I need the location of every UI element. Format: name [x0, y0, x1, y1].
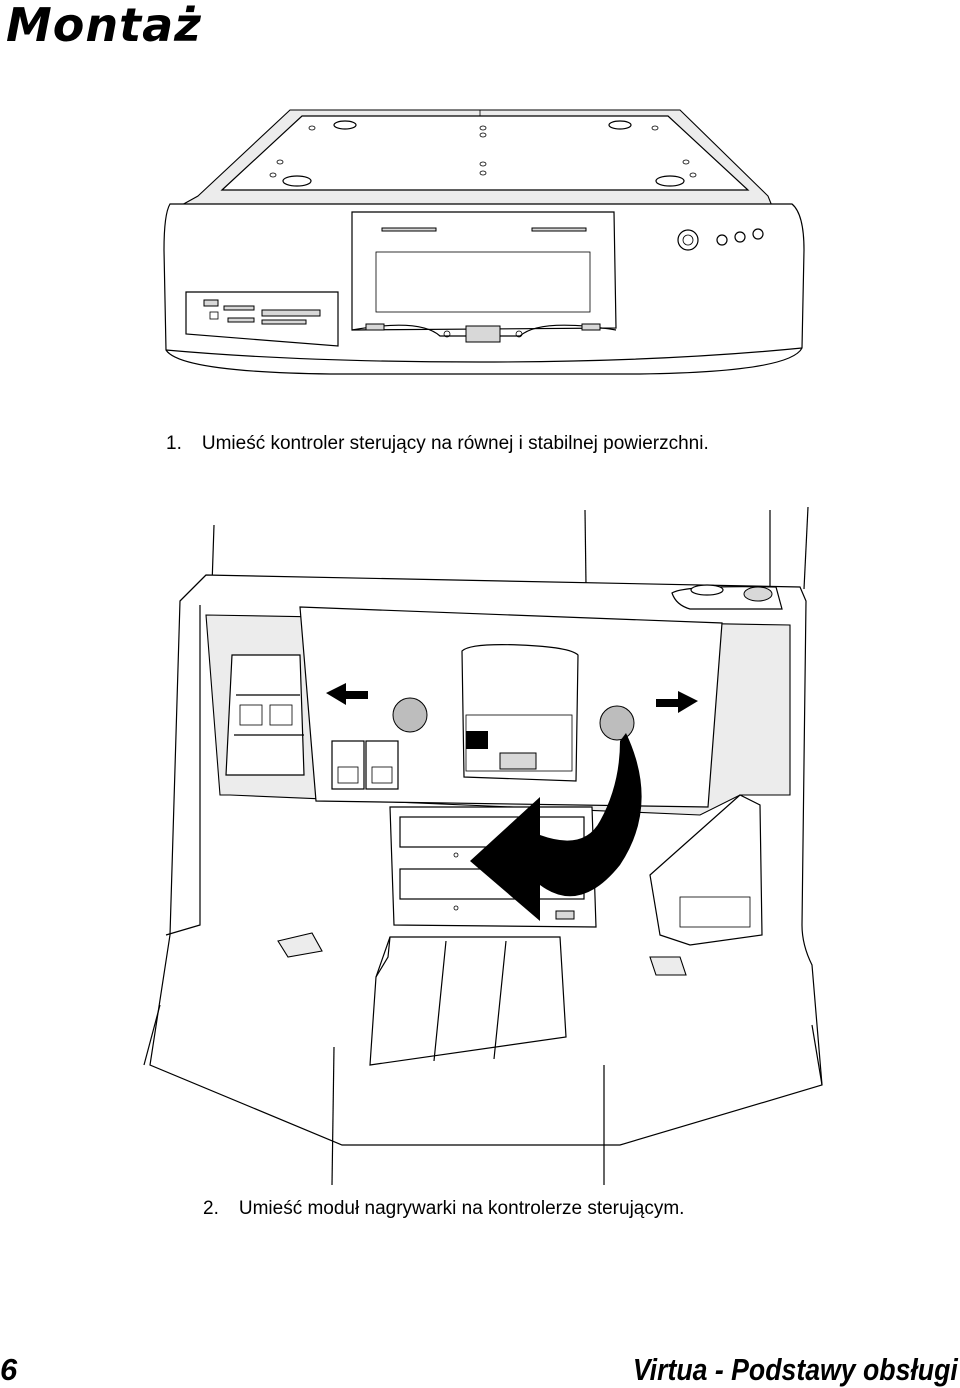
step-2: 2. Umieść moduł nagrywarki na kontrolerze…	[203, 1198, 684, 1220]
recorder-module-illustration	[143, 506, 823, 1185]
step-2-number: 2.	[203, 1198, 219, 1219]
page-number: 6	[0, 1352, 18, 1387]
manual-title: Virtua - Podstawy obsługi	[633, 1352, 958, 1387]
controller-illustration	[163, 109, 805, 375]
step-1-number: 1.	[166, 433, 182, 454]
step-2-text: Umieść moduł nagrywarki na kontrolerze s…	[238, 1198, 685, 1219]
step-1: 1. Umieść kontroler sterujący na równej i…	[166, 433, 709, 455]
step-1-text: Umieść kontroler sterujący na równej i s…	[201, 433, 709, 454]
page-title: Montaż	[6, 0, 202, 52]
